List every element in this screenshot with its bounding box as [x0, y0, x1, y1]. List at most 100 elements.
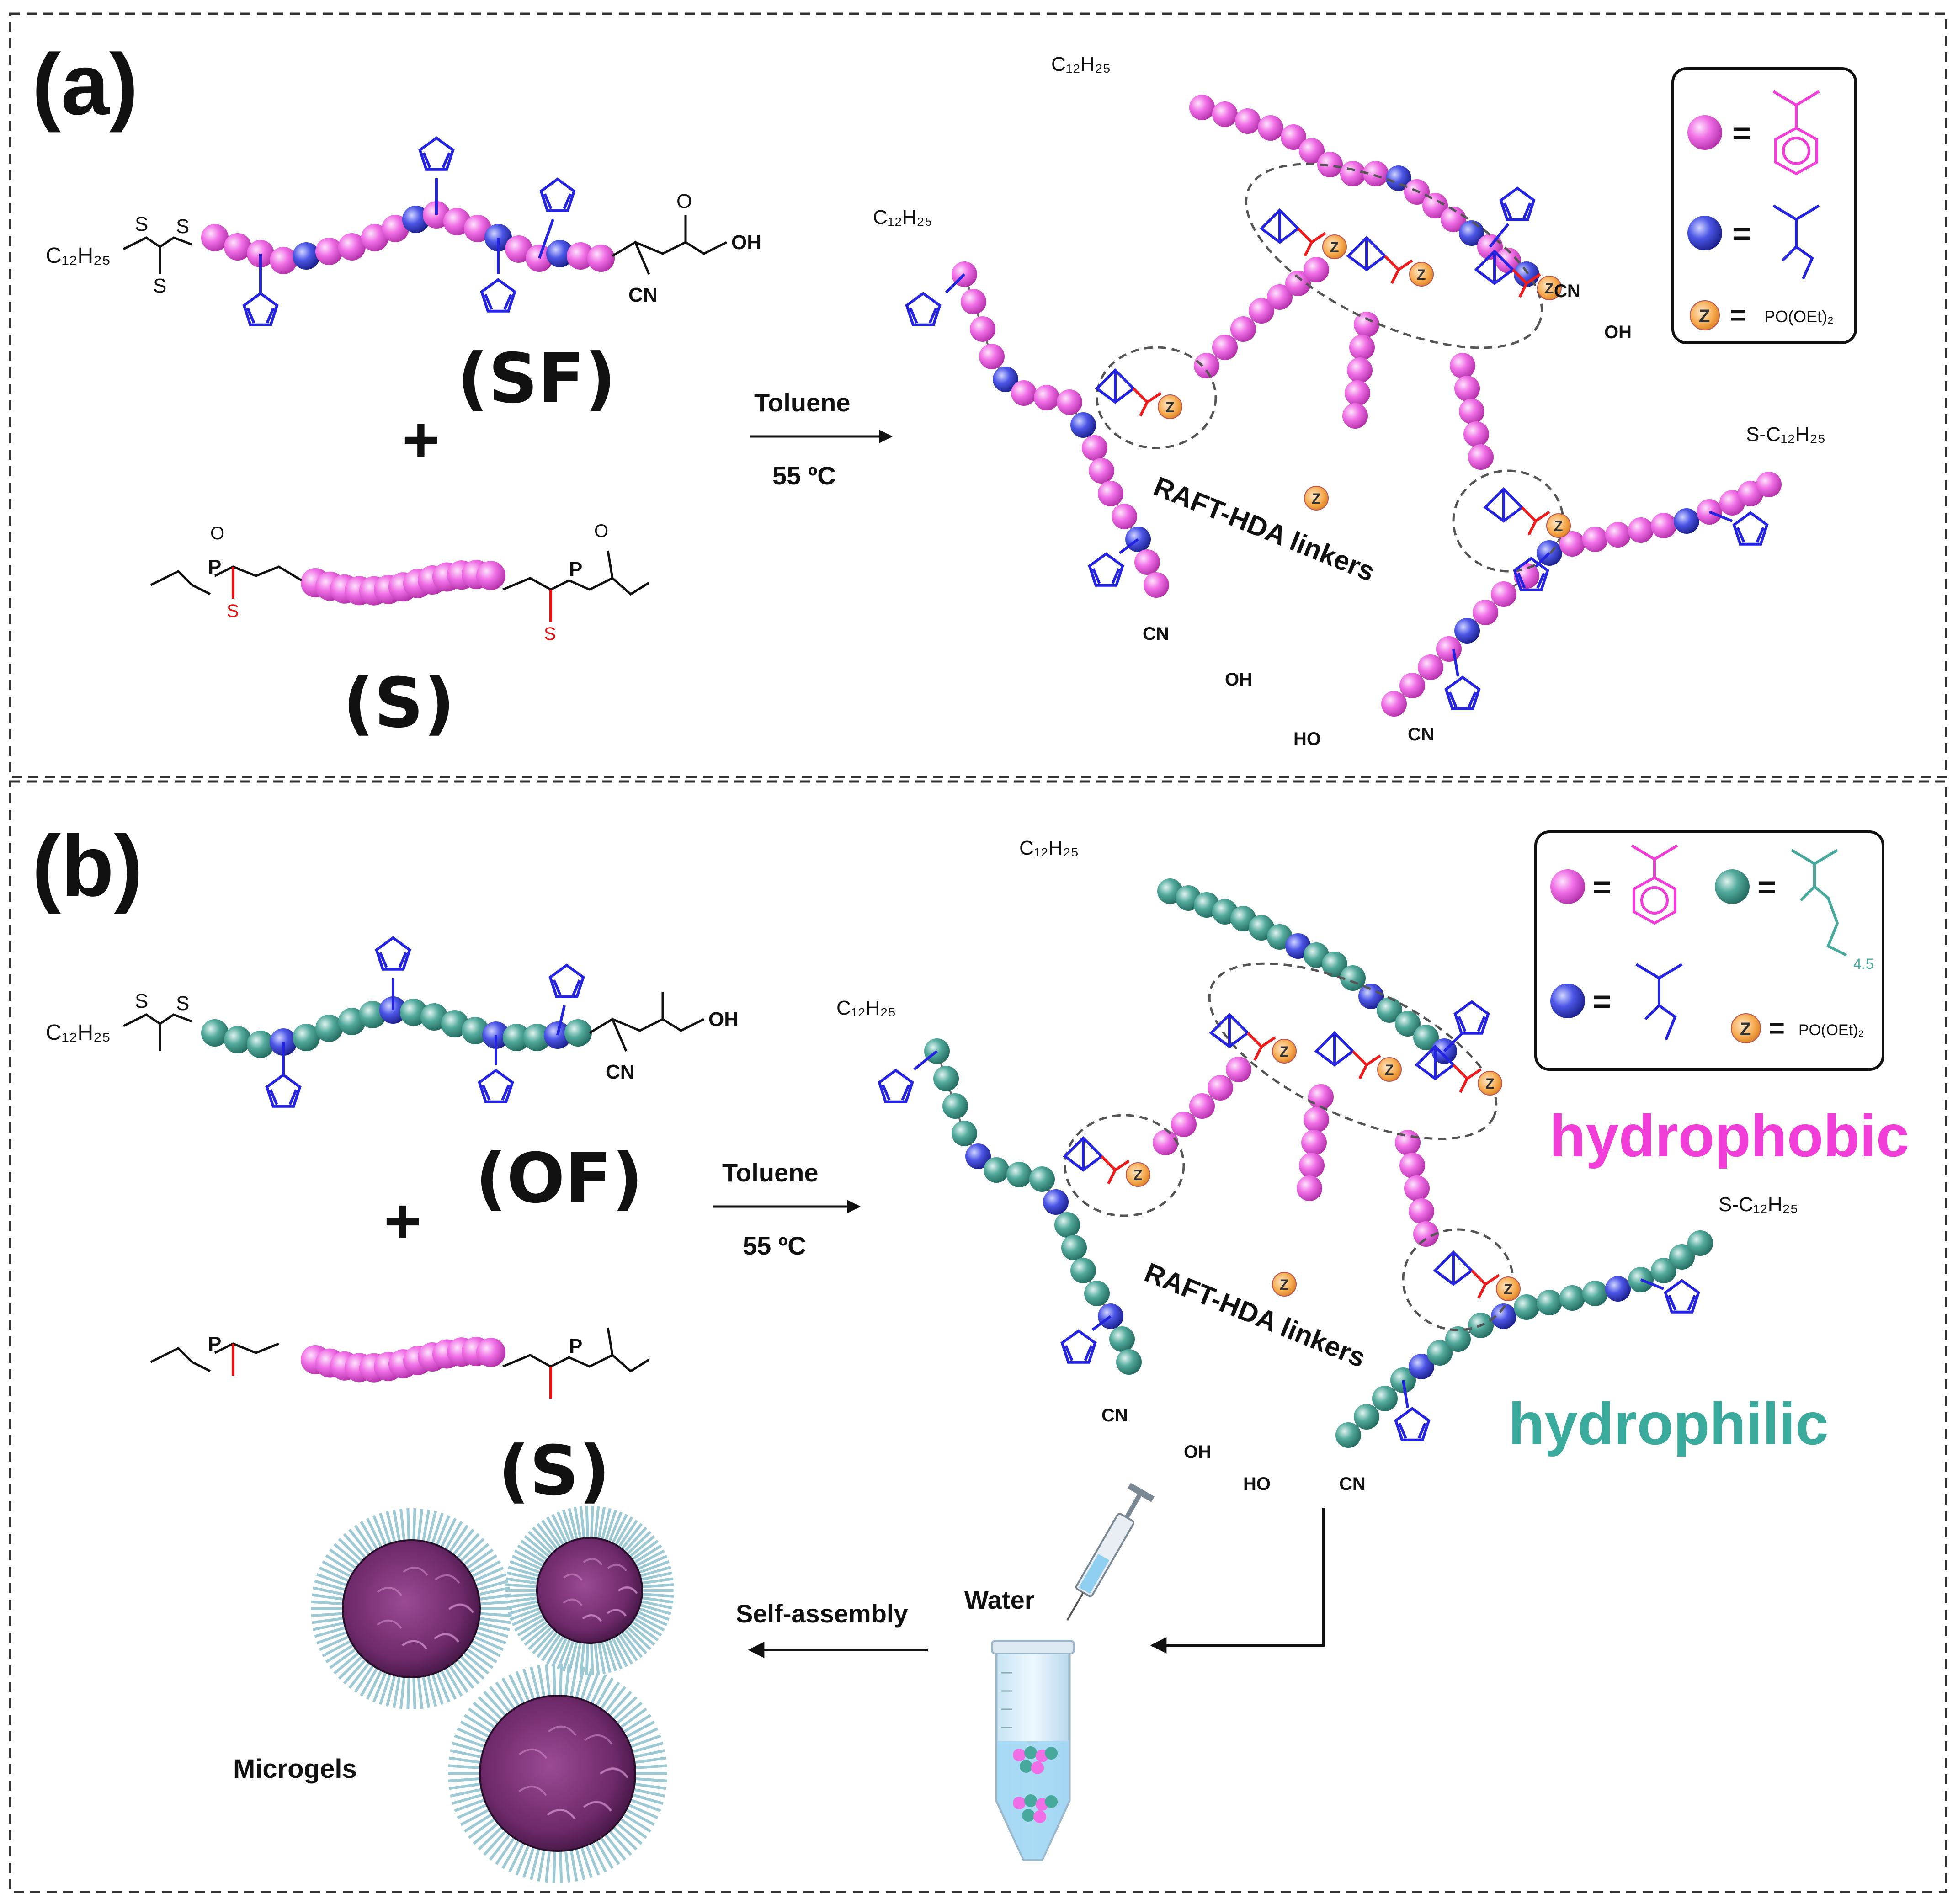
- microgel-large-left-corona-strand: [406, 1508, 410, 1541]
- net-b-chain2-peg-bead: [933, 1066, 959, 1091]
- microgel-large-bottom-corona-strand: [585, 1845, 600, 1876]
- s-a-p2: P: [569, 558, 582, 580]
- net-a-chain2-styrene-bead: [1011, 380, 1037, 406]
- net-b-c12-2: C₁₂H₂₅: [836, 997, 896, 1019]
- net-a-furan-bond: [928, 308, 937, 324]
- legend-a-z-letter: Z: [1699, 306, 1710, 326]
- legend-b-peg-structure: [1791, 849, 1847, 957]
- microgel-small-right-corona-strand: [562, 1640, 575, 1671]
- microgel-small-right-corona-strand: [635, 1549, 665, 1567]
- microgel-large-bottom-corona-strand: [489, 1834, 511, 1861]
- net-a-free-z-letter: Z: [1312, 490, 1321, 507]
- sf-furan-ring: [418, 136, 455, 171]
- s-polymer-chain-a: [301, 560, 505, 606]
- microgel-small-right-corona-strand: [506, 1571, 539, 1581]
- net-a-furan-ring: [905, 292, 942, 326]
- net-a-c12-1: C₁₂H₂₅: [1051, 53, 1111, 75]
- sf-furan-bond: [422, 152, 431, 168]
- microgel-large-left-corona-strand: [316, 1631, 348, 1645]
- microgel-large-bottom-corona-strand: [634, 1756, 667, 1764]
- legend-a-z-bead: [1690, 300, 1720, 330]
- net-b-chain2-peg-bead: [984, 1157, 1009, 1183]
- microgel-small-right-corona-strand: [506, 1600, 539, 1610]
- net-a-chain1-styrene-bead: [1189, 95, 1215, 120]
- net-b-hda-z-letter: Z: [1504, 1281, 1513, 1298]
- microgel-small-right-corona-strand: [510, 1607, 541, 1621]
- microgel-large-bottom-corona-strand: [478, 1826, 503, 1851]
- microgel-large-bottom-corona-strand: [616, 1702, 643, 1725]
- microgel-large-left-corona-strand: [440, 1517, 457, 1548]
- microgel-large-bottom-corona-strand: [564, 1850, 571, 1883]
- net-a-chain2-furan-bead: [1070, 412, 1096, 438]
- microgel-large-left-corona-strand: [343, 1533, 367, 1559]
- microgel-large-left-corona-strand: [325, 1643, 354, 1664]
- microgel-large-bottom-corona-strand: [604, 1686, 627, 1713]
- plus-sign-b: +: [384, 1185, 421, 1257]
- net-b-chain6-furan-bead: [1605, 1276, 1631, 1302]
- net-b-hda: [1415, 1044, 1482, 1093]
- microgel-large-bottom-network-strand: [547, 1808, 575, 1819]
- microgel-small-right-network-strand: [583, 1558, 603, 1566]
- microgel-large-left-corona-strand: [471, 1560, 501, 1578]
- microgel-small-right-corona-strand: [626, 1531, 652, 1555]
- net-a-chain1-styrene-bead: [1422, 193, 1448, 218]
- sf-furan-ring: [242, 292, 279, 326]
- legend-a-eq2: =: [1732, 216, 1751, 251]
- net-a-furan-ring: [1513, 557, 1549, 591]
- microgel-large-left-corona-strand: [316, 1573, 348, 1587]
- microgel-small-right-corona-strand: [631, 1539, 659, 1561]
- microgel-small-right-corona-strand: [638, 1560, 670, 1574]
- microgel-large-bottom-corona-strand: [508, 1842, 525, 1873]
- net-b-furan-ring: [1453, 1000, 1490, 1035]
- net-b-furan: [878, 1069, 914, 1103]
- microgel-large-bottom-corona-strand: [544, 1850, 551, 1883]
- microgel-large-left-corona-strand: [444, 1667, 463, 1697]
- sf-s2: S: [176, 215, 189, 238]
- microgel-large-bottom-corona-strand: [623, 1813, 652, 1833]
- net-b-hda-z-letter: Z: [1485, 1075, 1495, 1092]
- net-a-furan-ring: [1444, 675, 1481, 710]
- net-a-chain5-styrene-bead: [1454, 376, 1480, 401]
- s-end-groups-a: [150, 550, 650, 596]
- net-a-chain1-styrene-bead: [1235, 108, 1261, 134]
- microgel-large-left-corona-strand: [463, 1543, 490, 1566]
- microgel-large-bottom-corona-strand: [454, 1734, 485, 1748]
- microgel-small-right-corona-strand: [590, 1506, 594, 1538]
- microgel-small-right-corona-strand: [551, 1514, 568, 1544]
- microgel-large-bottom-network-strand: [548, 1725, 577, 1736]
- microgel-small-right-corona-strand: [541, 1519, 562, 1548]
- microgel-large-bottom-corona-strand: [448, 1782, 481, 1790]
- net-b-chain5-styrene-bead: [1404, 1175, 1430, 1201]
- microgel-large-bottom-corona-strand: [468, 1707, 496, 1729]
- net-a-chain2-styrene-bead: [961, 289, 986, 314]
- microgel-small-right-corona-strand: [604, 1510, 617, 1541]
- microgel-large-bottom-corona-strand: [537, 1665, 546, 1697]
- net-a-furan-ring: [1732, 511, 1769, 546]
- microgel-large-bottom-corona-strand: [580, 1846, 593, 1878]
- microgel-large-left-corona-strand: [473, 1635, 504, 1651]
- microgel-small-right-corona-strand: [641, 1596, 674, 1604]
- net-a-hda-thio: [1511, 268, 1541, 298]
- microgel-small-right-corona-strand: [573, 1507, 582, 1539]
- microgel-large-left-corona-strand: [406, 1677, 410, 1709]
- microgel-small-right-corona-strand: [511, 1611, 543, 1626]
- net-b-furan-bond: [1477, 1016, 1486, 1032]
- microgel-small-right-corona-strand: [594, 1643, 600, 1675]
- microgel-large-left-corona-strand: [366, 1670, 383, 1700]
- net-b-c12-1: C₁₂H₂₅: [1019, 837, 1079, 859]
- microgel-small-right-corona-strand: [629, 1623, 655, 1646]
- net-b-free-z-letter: Z: [1280, 1276, 1289, 1293]
- microgel-large-left-network-strand: [435, 1574, 460, 1584]
- microgel-large-left-corona-strand: [477, 1580, 509, 1591]
- net-b-furan-ring: [1060, 1329, 1097, 1364]
- microgel-small-right-corona-strand: [633, 1544, 662, 1564]
- net-a-hda-z: [1537, 276, 1562, 300]
- microgel-small-right-corona-strand: [541, 1633, 562, 1662]
- microgel-large-bottom-core: [479, 1695, 636, 1852]
- net-b-chain3-styrene-bead: [1208, 1075, 1233, 1101]
- net-b-stem: [1402, 1380, 1409, 1408]
- s-a-o1: O: [210, 523, 224, 543]
- net-b-furan: [1394, 1407, 1431, 1441]
- microgel-large-bottom-corona-strand: [552, 1851, 557, 1883]
- microgel-large-left-corona-strand: [399, 1508, 406, 1541]
